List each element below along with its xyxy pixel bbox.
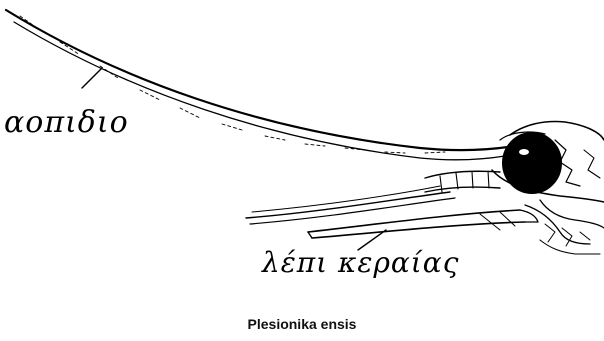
antennule bbox=[425, 171, 500, 192]
eye bbox=[500, 132, 561, 193]
rostrum-label: αοπιδιο bbox=[4, 105, 129, 140]
species-caption: Plesionika ensis bbox=[0, 316, 604, 332]
lower-appendages bbox=[525, 205, 600, 254]
antennal-scale-label: λέπι κεραίας bbox=[262, 246, 459, 279]
rostrum-leader bbox=[82, 68, 102, 88]
